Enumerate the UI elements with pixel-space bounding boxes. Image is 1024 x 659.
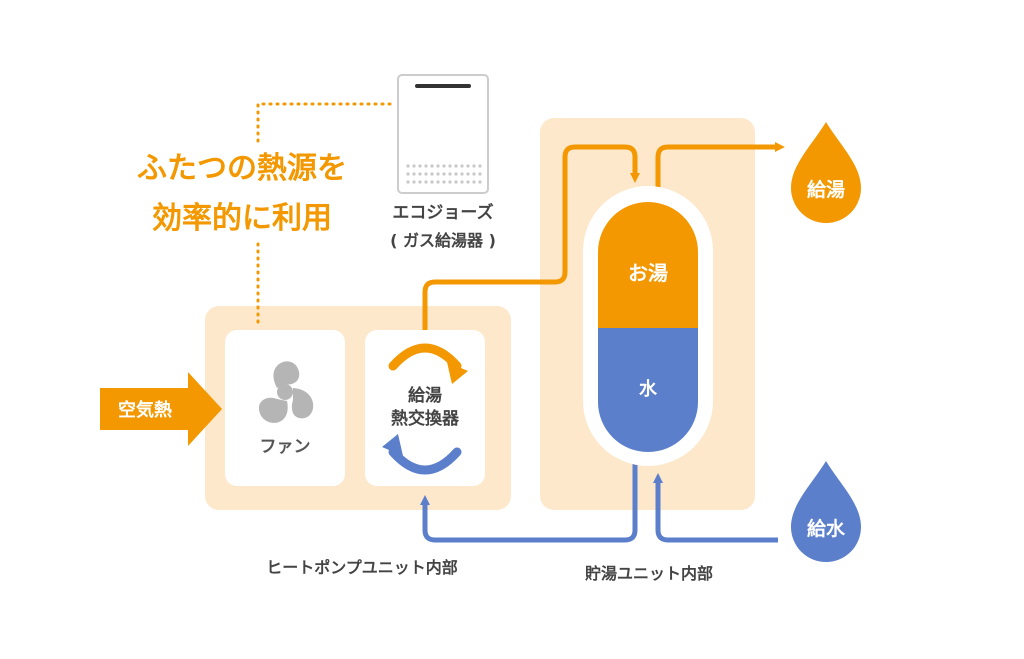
cycle-arrow-icon (382, 343, 468, 475)
exchanger-label-line1: 給湯 (408, 385, 442, 406)
air-heat-label: 空気熱 (118, 399, 172, 421)
tank-hot-label: お湯 (628, 261, 668, 285)
boiler-icon (397, 74, 489, 194)
hot-water-pipe-to-tank (422, 144, 640, 330)
eco-jozu-sub: ( ガス給湯器 ) (390, 231, 496, 250)
heat-pump-unit-caption: ヒートポンプユニット内部 (266, 558, 458, 577)
exchanger-label-line2: 熱交換器 (391, 408, 460, 429)
tank-cold-label: 水 (639, 378, 658, 400)
hot-supply-pipe (655, 142, 785, 190)
fan-label: ファン (260, 437, 311, 457)
headline-line1: ふたつの熱源を (137, 151, 347, 186)
fan-icon (259, 361, 314, 423)
water-drop-icon (791, 122, 861, 223)
heat-exchanger-card (365, 330, 485, 486)
water-supply-label: 給水 (807, 517, 846, 540)
cold-return-pipe (420, 463, 638, 543)
water-drop-icon (791, 461, 861, 562)
hot-supply-label: 給湯 (807, 178, 845, 201)
dotted-connector (256, 102, 392, 324)
storage-tank (583, 186, 713, 466)
cold-supply-pipe (653, 473, 778, 543)
eco-jozu-name: エコジョーズ (392, 202, 493, 223)
storage-unit-caption: 貯湯ユニット内部 (585, 564, 713, 583)
headline-line2: 効率的に利用 (152, 201, 332, 236)
air-heat-arrow (100, 372, 222, 446)
